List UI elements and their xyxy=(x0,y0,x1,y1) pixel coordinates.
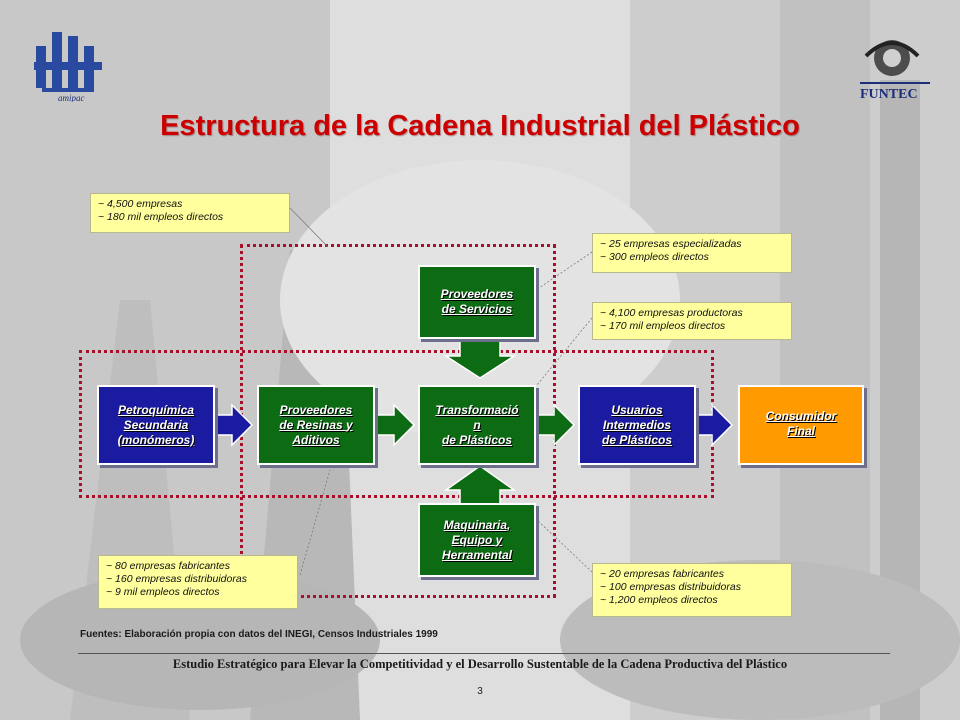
node-maquinaria-label: Maquinaria, Equipo y Herramental xyxy=(441,517,513,562)
note-maquinaria: ~ 20 empresas fabricantes ~ 100 empresas… xyxy=(592,563,792,617)
note-total-line-1: ~ 4,500 empresas xyxy=(98,198,183,210)
funtec-logo: FUNTEC xyxy=(860,40,930,102)
arrow-resinas-to-transformacion xyxy=(373,403,416,447)
arrow-transformacion-to-usuarios xyxy=(533,403,576,447)
node-proveedores-servicios: Proveedores de Servicios xyxy=(418,265,536,339)
note-total: ~ 4,500 empresas ~ 180 mil empleos direc… xyxy=(90,193,290,233)
amipac-logo-text: amipac xyxy=(58,93,85,102)
footer-divider xyxy=(78,653,890,654)
connector-maquinaria xyxy=(536,519,593,573)
node-proveedores-servicios-label: Proveedores de Servicios xyxy=(440,287,514,316)
connector-resinas xyxy=(299,469,331,576)
connector-servicios xyxy=(535,251,593,291)
connector-transformacion xyxy=(536,317,593,386)
node-maquinaria: Maquinaria, Equipo y Herramental xyxy=(418,503,536,577)
amipac-logo: amipac xyxy=(34,32,102,102)
note-total-line-2: ~ 180 mil empleos directos xyxy=(98,211,224,223)
arrow-maquinaria-up xyxy=(443,465,517,505)
node-consumidor-final: Consumidor Final xyxy=(738,385,864,465)
arrow-usuarios-to-consumidor xyxy=(695,403,734,447)
node-petroquimica: Petroquímica Secundaria (monómeros) xyxy=(97,385,215,465)
footer-title: Estudio Estratégico para Elevar la Compe… xyxy=(172,657,788,671)
page-number: 3 xyxy=(477,686,483,697)
note-transformacion-line-1: ~ 4,100 empresas productoras xyxy=(600,307,743,319)
connector-total xyxy=(288,206,329,248)
arrow-petro-to-resinas xyxy=(213,403,254,447)
source-note: Fuentes: Elaboración propia con datos de… xyxy=(80,629,438,640)
note-resinas-line-3: ~ 9 mil empleos directos xyxy=(106,586,220,598)
arrow-servicios-down xyxy=(443,337,517,379)
node-usuarios-intermedios: Usuarios Intermedios de Plásticos xyxy=(578,385,696,465)
note-servicios-line-2: ~ 300 empleos directos xyxy=(600,251,709,263)
node-proveedores-resinas-label: Proveedores de Resinas y Aditivos xyxy=(279,402,353,447)
note-maquinaria-line-1: ~ 20 empresas fabricantes xyxy=(600,568,725,580)
node-petroquimica-label: Petroquímica Secundaria (monómeros) xyxy=(117,402,195,447)
node-transformacion-label: Transformació n de Plásticos xyxy=(435,402,519,447)
node-transformacion: Transformació n de Plásticos xyxy=(418,385,536,465)
note-maquinaria-line-3: ~ 1,200 empleos directos xyxy=(600,594,718,606)
note-servicios: ~ 25 empresas especializadas ~ 300 emple… xyxy=(592,233,792,273)
node-proveedores-resinas: Proveedores de Resinas y Aditivos xyxy=(257,385,375,465)
page-title: Estructura de la Cadena Industrial del P… xyxy=(160,110,800,142)
note-transformacion: ~ 4,100 empresas productoras ~ 170 mil e… xyxy=(592,302,792,340)
note-resinas: ~ 80 empresas fabricantes ~ 160 empresas… xyxy=(98,555,298,609)
note-resinas-line-1: ~ 80 empresas fabricantes xyxy=(106,560,231,572)
note-maquinaria-line-2: ~ 100 empresas distribuidoras xyxy=(600,581,741,593)
note-servicios-line-1: ~ 25 empresas especializadas xyxy=(600,238,742,250)
node-usuarios-intermedios-label: Usuarios Intermedios de Plásticos xyxy=(601,402,673,447)
note-resinas-line-2: ~ 160 empresas distribuidoras xyxy=(106,573,247,585)
note-transformacion-line-2: ~ 170 mil empleos directos xyxy=(600,320,726,332)
funtec-logo-text: FUNTEC xyxy=(860,87,918,102)
node-consumidor-final-label: Consumidor Final xyxy=(765,409,837,438)
